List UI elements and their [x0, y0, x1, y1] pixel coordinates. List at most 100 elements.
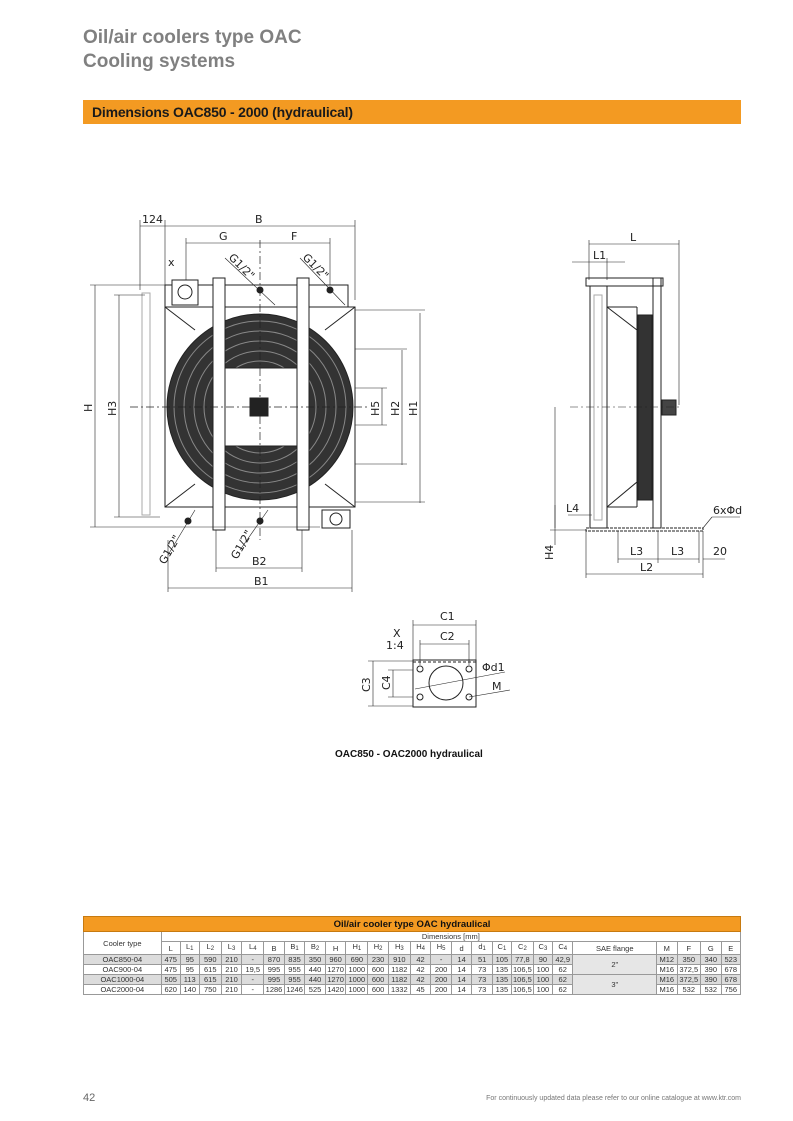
dimension-cell: 95: [179, 954, 200, 965]
column-header: C3: [532, 941, 553, 955]
dimension-cell: 105: [491, 954, 512, 965]
column-subscript: 1: [482, 946, 486, 952]
mounting-holes: 6xΦd: [713, 504, 742, 517]
column-symbol: B: [310, 942, 316, 952]
dimension-cell: 1270: [324, 964, 347, 975]
dim-d1: Φd1: [482, 661, 505, 674]
dimension-cell: 106,5: [510, 984, 534, 995]
dimension-cell: 42: [409, 974, 432, 985]
dimension-cell: 77,8: [510, 954, 534, 965]
dimension-cell: 45: [409, 984, 432, 995]
dimension-cell: 14: [450, 964, 473, 975]
drawing-caption: OAC850 - OAC2000 hydraulical: [335, 749, 483, 760]
dimension-cell: 475: [160, 964, 181, 975]
dimension-cell: 1286: [263, 984, 285, 995]
sae-flange-cell: 2": [572, 954, 658, 975]
dimension-cell: 440: [304, 974, 326, 985]
dimension-cell: 525: [304, 984, 326, 995]
column-symbol: H: [373, 942, 380, 952]
header-cooler-type: Cooler type: [83, 931, 162, 955]
dimension-cell: 390: [699, 974, 722, 985]
dimension-cell: 14: [450, 984, 473, 995]
column-symbol: d: [478, 942, 483, 952]
dimension-cell: 615: [198, 974, 222, 985]
fan-side: [637, 314, 653, 501]
column-symbol: E: [728, 943, 734, 953]
column-header: B2: [304, 941, 326, 955]
column-header: L2: [198, 941, 222, 955]
dimension-cell: 200: [430, 964, 452, 975]
column-header: H3: [387, 941, 411, 955]
dim-f: F: [291, 230, 297, 243]
column-subscript: 4: [421, 946, 425, 952]
column-symbol: L: [168, 943, 173, 953]
dim-l: L: [630, 231, 637, 244]
column-header: G: [699, 941, 722, 955]
page-number: 42: [83, 1092, 96, 1104]
dimension-cell: -: [241, 984, 265, 995]
dimension-cell: 135: [491, 984, 512, 995]
footer-note: For continuously updated data please ref…: [486, 1095, 741, 1102]
dimension-cell: 690: [345, 954, 369, 965]
dimension-cell: 135: [491, 974, 512, 985]
dimension-cell: 1420: [324, 984, 347, 995]
dim-l4: L4: [566, 502, 579, 515]
dimension-cell: 1000: [345, 974, 369, 985]
dim-h3: H3: [106, 401, 119, 416]
column-subscript: 5: [442, 946, 446, 952]
dim-h1: H1: [407, 401, 420, 416]
dimension-cell: 910: [387, 954, 411, 965]
detail-label: X: [393, 627, 401, 640]
column-symbol: G: [707, 943, 714, 953]
column-header: L1: [179, 941, 200, 955]
dimension-cell: 678: [720, 974, 741, 985]
support-bar-right: [296, 277, 310, 531]
dimension-cell: 1182: [387, 974, 411, 985]
dimension-cell: 95: [179, 964, 200, 975]
detail-x-view: C1 C2 X 1:4 C3 C4 Φd1 M: [360, 610, 511, 708]
dimension-cell: 73: [471, 964, 493, 975]
dimension-cell: 475: [160, 954, 181, 965]
column-symbol: B: [290, 942, 296, 952]
column-subscript: 3: [543, 946, 548, 952]
dim-l3: L3: [671, 545, 684, 558]
dim-124: 124: [142, 213, 163, 226]
dimension-cell: 106,5: [510, 974, 534, 985]
dimension-cell: 1000: [345, 964, 369, 975]
column-subscript: 2: [523, 946, 527, 952]
column-symbol: L: [249, 942, 254, 952]
dimension-cell: 113: [179, 974, 200, 985]
column-subscript: 3: [231, 946, 236, 952]
dimension-cell: 532: [699, 984, 722, 995]
column-symbol: C: [497, 942, 503, 952]
column-symbol: H: [394, 942, 401, 952]
port-label: G1/2": [156, 533, 183, 567]
dimension-cell: 995: [263, 974, 285, 985]
dimension-cell: 1246: [283, 984, 306, 995]
column-symbol: F: [686, 943, 692, 953]
dimension-cell: 955: [283, 974, 306, 985]
dimension-cell: 100: [532, 964, 553, 975]
dimension-cell: 210: [220, 964, 243, 975]
cooler-type-cell: OAC900-04: [83, 964, 162, 975]
dimension-cell: 73: [471, 974, 493, 985]
cooler-type-cell: OAC1000-04: [83, 974, 162, 985]
dim-c3: C3: [360, 677, 373, 692]
column-subscript: 2: [379, 946, 383, 952]
dimension-cell: 42,9: [551, 954, 574, 965]
column-header: M: [656, 941, 678, 955]
dimension-cell: 200: [430, 984, 452, 995]
column-header: C1: [491, 941, 512, 955]
dim-h4: H4: [543, 545, 556, 560]
dimension-cell: 210: [220, 954, 243, 965]
column-subscript: 3: [400, 946, 404, 952]
dimension-cell: 1332: [387, 984, 411, 995]
dim-c1: C1: [440, 610, 455, 623]
dimension-cell: 440: [304, 964, 326, 975]
section-band: Dimensions OAC850 - 2000 (hydraulical): [83, 100, 741, 124]
support-bar-left: [212, 277, 226, 531]
dimension-cell: 505: [160, 974, 181, 985]
column-symbol: H: [352, 942, 358, 952]
dimension-cell: 870: [263, 954, 285, 965]
